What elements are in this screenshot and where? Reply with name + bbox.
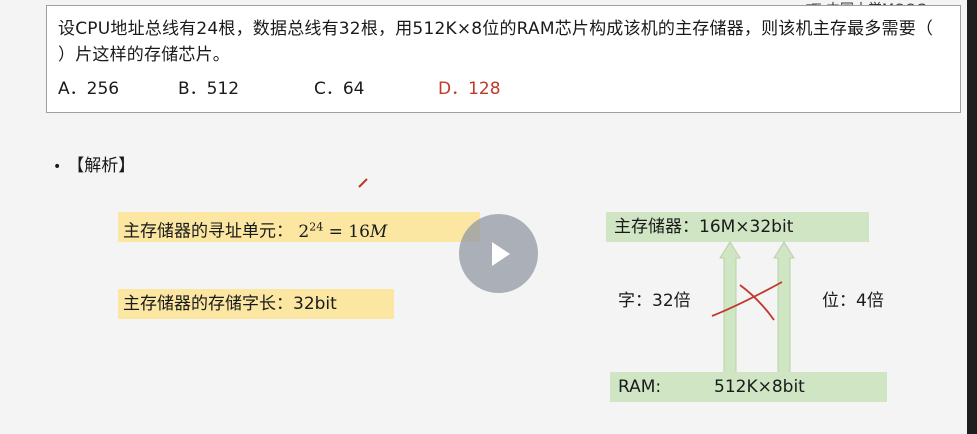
option-c: C．64 — [314, 79, 365, 99]
formula-base: 2 — [298, 221, 310, 242]
pen-icon — [358, 178, 368, 188]
expansion-diagram — [711, 241, 795, 375]
option-d-correct: D．128 — [438, 79, 501, 99]
cross-mark-2 — [711, 281, 783, 317]
question-text: 设CPU地址总线有24根，数据总线有32根，用512K×8位的RAM芯片构成该机… — [58, 19, 934, 65]
formula-rhs: = 16 — [328, 221, 370, 242]
play-icon — [492, 242, 510, 266]
main-memory-text: 主存储器：16M×32bit — [614, 217, 794, 237]
word-multiple-label: 字：32倍 — [618, 291, 691, 311]
player-edge — [967, 0, 977, 434]
word-length-text: 主存储器的存储字长：32bit — [123, 294, 337, 314]
question-box: 设CPU地址总线有24根，数据总线有32根，用512K×8位的RAM芯片构成该机… — [46, 5, 961, 113]
formula-unit: M — [369, 221, 388, 242]
main-memory-box: 主存储器：16M×32bit — [606, 212, 869, 242]
address-formula: 224 = 16M — [298, 220, 388, 242]
analysis-heading: • 【解析】 — [53, 151, 135, 176]
formula-exponent: 24 — [309, 220, 324, 233]
ram-box: RAM: 512K×8bit — [610, 372, 887, 402]
word-length-box: 主存储器的存储字长：32bit — [118, 289, 394, 319]
address-unit-box: 主存储器的寻址单元： 224 = 16M — [118, 212, 480, 242]
bullet-icon: • — [53, 159, 62, 175]
option-a: A．256 — [58, 79, 120, 99]
ram-size: 512K×8bit — [714, 377, 805, 397]
address-unit-label: 主存储器的寻址单元： — [123, 221, 293, 242]
bit-multiple-label: 位：4倍 — [822, 291, 884, 311]
bit-arrow — [773, 241, 795, 375]
ram-label: RAM: — [618, 377, 662, 397]
play-button[interactable] — [459, 214, 538, 293]
option-b: B．512 — [178, 79, 240, 99]
analysis-heading-text: 【解析】 — [67, 156, 136, 176]
cross-mark — [739, 284, 775, 321]
